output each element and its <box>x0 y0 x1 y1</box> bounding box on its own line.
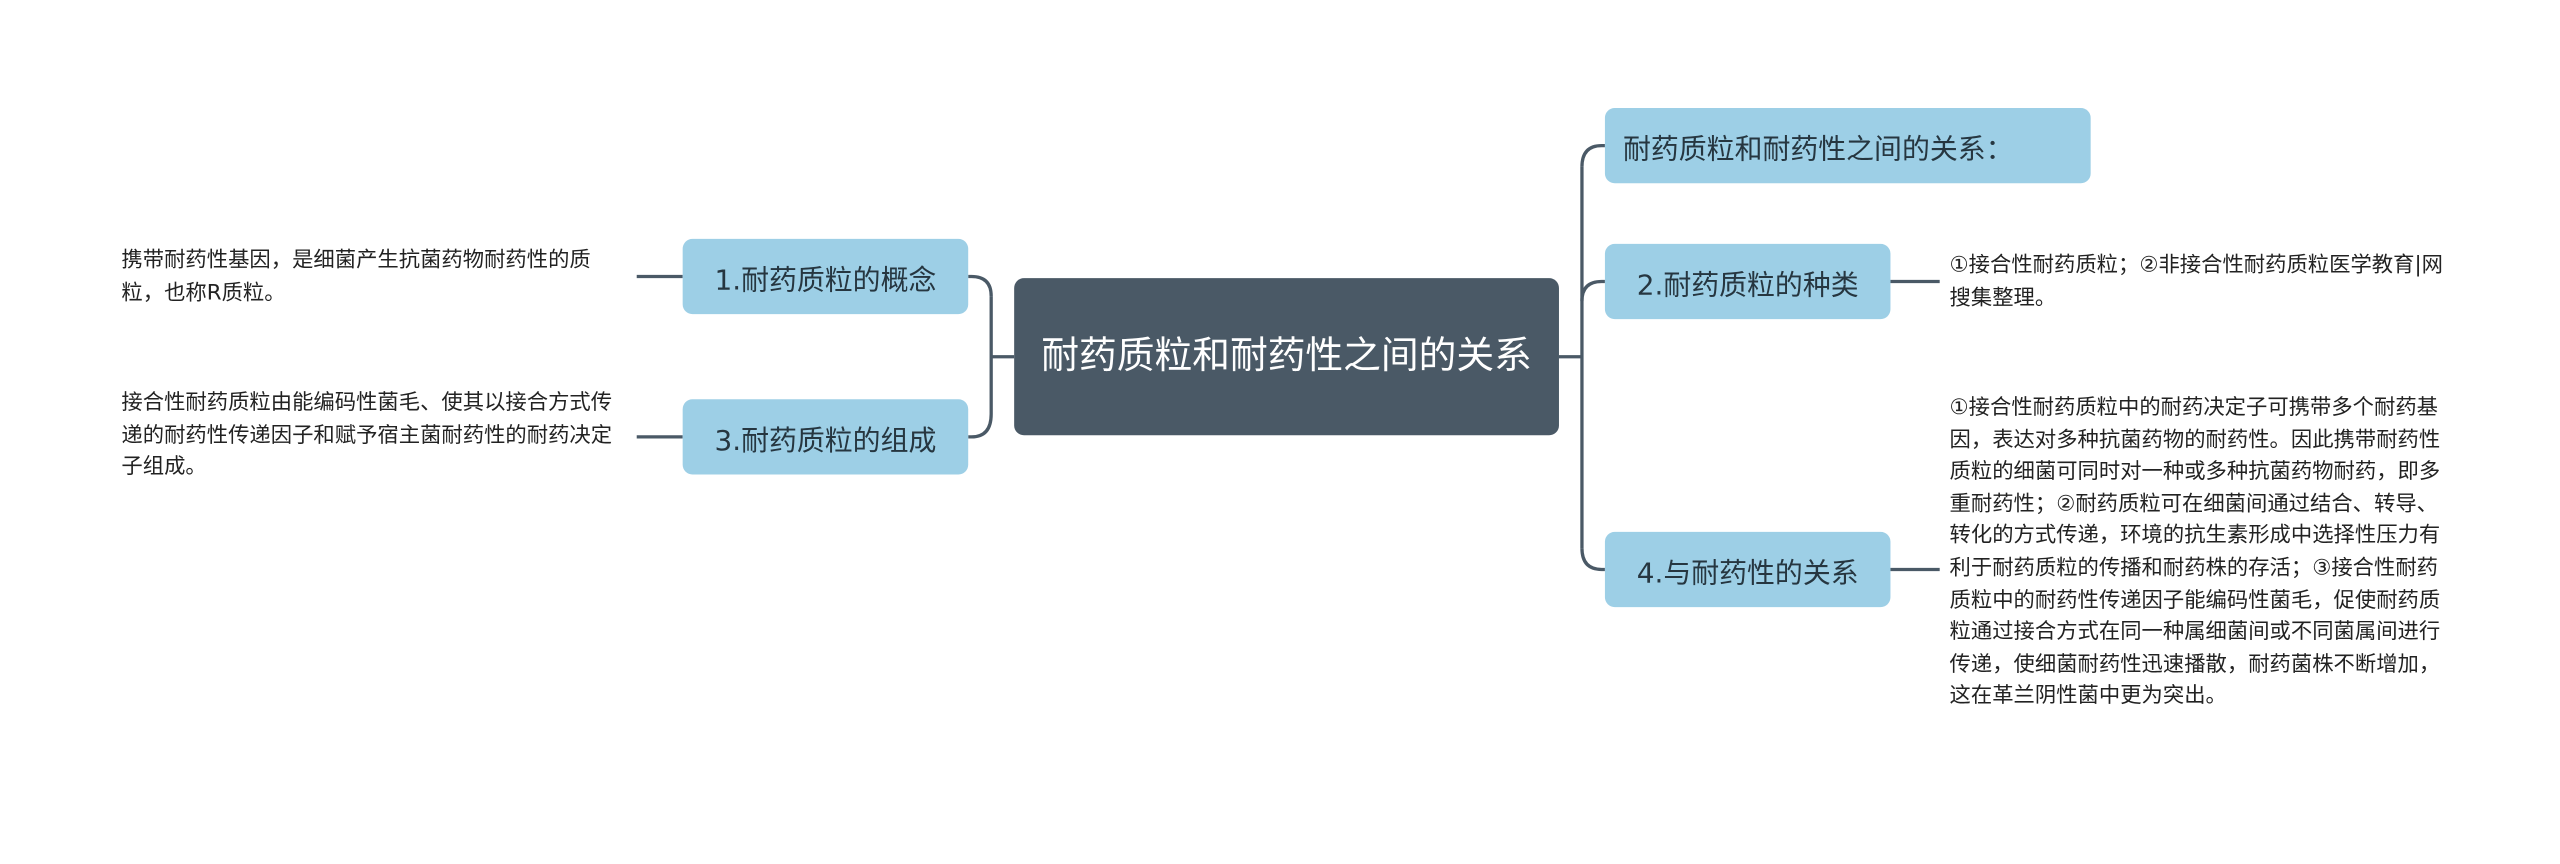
branch-resistance-relation-label: 4.与耐药性的关系 <box>1636 557 1859 590</box>
branch-resistance-relation[interactable]: 4.与耐药性的关系 <box>1604 531 1891 608</box>
leaf-resistance-relation-detail[interactable]: ①接合性耐药质粒中的耐药决定子可携带多个耐药基因，表达对多种抗菌药物的耐药性。因… <box>1949 396 2441 710</box>
central-topic-label: 耐药质粒和耐药性之间的关系 <box>1041 335 1532 378</box>
branch-types-label: 2.耐药质粒的种类 <box>1636 269 1859 302</box>
leaf-types-detail[interactable]: ①接合性耐药质粒；②非接合性耐药质粒医学教育|网搜集整理。 <box>1949 253 2443 311</box>
branch-composition[interactable]: 3.耐药质粒的组成 <box>682 399 969 475</box>
branch-relation-title[interactable]: 耐药质粒和耐药性之间的关系： <box>1604 108 2091 184</box>
branch-types[interactable]: 2.耐药质粒的种类 <box>1604 243 1891 320</box>
connector-to-relation-title <box>1580 143 1605 167</box>
central-topic[interactable]: 耐药质粒和耐药性之间的关系 <box>1014 278 1559 436</box>
connector-to-branch-2 <box>1580 279 1605 302</box>
leaf-concept-detail[interactable]: 携带耐药性基因，是细菌产生抗菌药物耐药性的质粒，也称R质粒。 <box>121 248 591 306</box>
branch-concept[interactable]: 1.耐药质粒的概念 <box>682 238 969 315</box>
branch-relation-title-label: 耐药质粒和耐药性之间的关系： <box>1622 133 2014 167</box>
branch-concept-label: 1.耐药质粒的概念 <box>714 264 937 297</box>
connector-to-branch-4 <box>1580 548 1605 572</box>
branch-composition-label: 3.耐药质粒的组成 <box>714 424 937 458</box>
connector-to-branch-3 <box>968 413 993 439</box>
connector-to-branch-1 <box>968 274 993 297</box>
leaf-composition-detail[interactable]: 接合性耐药质粒由能编码性菌毛、使其以接合方式传递的耐药性传递因子和赋予宿主菌耐药… <box>121 391 613 480</box>
